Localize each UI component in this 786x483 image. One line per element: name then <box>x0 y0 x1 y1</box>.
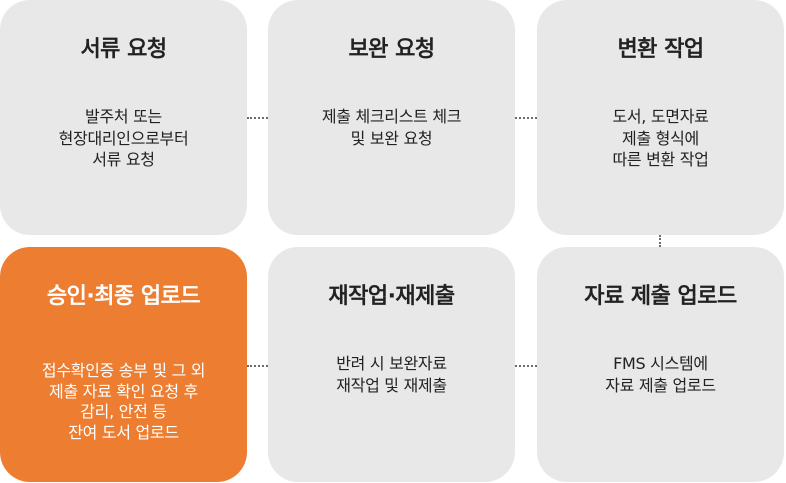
step-card-conversion: 변환 작업 도서, 도면자료 제출 형식에 따른 변환 작업 <box>537 0 784 235</box>
step-card-submission-upload: 자료 제출 업로드 FMS 시스템에 자료 제출 업로드 <box>537 247 784 482</box>
description-line: 따른 변환 작업 <box>612 150 709 169</box>
step-description: 접수확인증 송부 및 그 외 제출 자료 확인 요청 후 감리, 안전 등 잔여… <box>8 361 239 443</box>
description-line: 현장대리인으로부터 <box>58 128 189 148</box>
description-line: 반려 시 보완자료 <box>336 354 447 373</box>
description-line: 감리, 안전 등 <box>80 402 167 421</box>
step-title: 변환 작업 <box>617 37 704 62</box>
step-description: 도서, 도면자료 제출 형식에 따른 변환 작업 <box>545 106 776 171</box>
step-card-approval-final-upload: 승인·최종 업로드 접수확인증 송부 및 그 외 제출 자료 확인 요청 후 감… <box>0 247 247 482</box>
step-title: 서류 요청 <box>80 37 167 62</box>
step-card-document-request: 서류 요청 발주처 또는 현장대리인으로부터 서류 요청 <box>0 0 247 235</box>
step-title: 보완 요청 <box>348 37 435 62</box>
description-line: 잔여 도서 업로드 <box>68 422 179 442</box>
connector-upload-to-rework <box>515 365 537 367</box>
description-line: 재작업 및 재제출 <box>336 375 447 395</box>
description-line: FMS 시스템에 <box>613 354 708 373</box>
step-title: 자료 제출 업로드 <box>584 284 737 309</box>
step-description: 발주처 또는 현장대리인으로부터 서류 요청 <box>8 106 239 171</box>
step-description: 제출 체크리스트 체크 및 보완 요청 <box>276 106 507 149</box>
description-line: 발주처 또는 <box>85 107 162 126</box>
connector-supplement-to-conversion <box>515 117 537 119</box>
description-line: 접수확인증 송부 및 그 외 <box>41 361 206 380</box>
connector-conversion-to-upload <box>659 235 661 247</box>
description-line: 제출 형식에 <box>622 128 699 148</box>
description-line: 자료 제출 업로드 <box>605 375 716 395</box>
description-line: 제출 체크리스트 체크 <box>321 107 462 126</box>
description-line: 서류 요청 <box>92 150 155 169</box>
description-line: 도서, 도면자료 <box>612 107 709 126</box>
description-line: 제출 자료 확인 요청 후 <box>49 381 198 401</box>
connector-rework-to-approval <box>247 365 268 367</box>
step-title: 재작업·재제출 <box>328 284 455 309</box>
step-description: 반려 시 보완자료 재작업 및 재제출 <box>276 353 507 396</box>
step-card-rework-resubmit: 재작업·재제출 반려 시 보완자료 재작업 및 재제출 <box>268 247 515 482</box>
description-line: 및 보완 요청 <box>350 128 433 148</box>
step-card-supplement-request: 보완 요청 제출 체크리스트 체크 및 보완 요청 <box>268 0 515 235</box>
step-title: 승인·최종 업로드 <box>46 284 201 309</box>
step-description: FMS 시스템에 자료 제출 업로드 <box>545 353 776 396</box>
connector-request-to-supplement <box>247 117 268 119</box>
